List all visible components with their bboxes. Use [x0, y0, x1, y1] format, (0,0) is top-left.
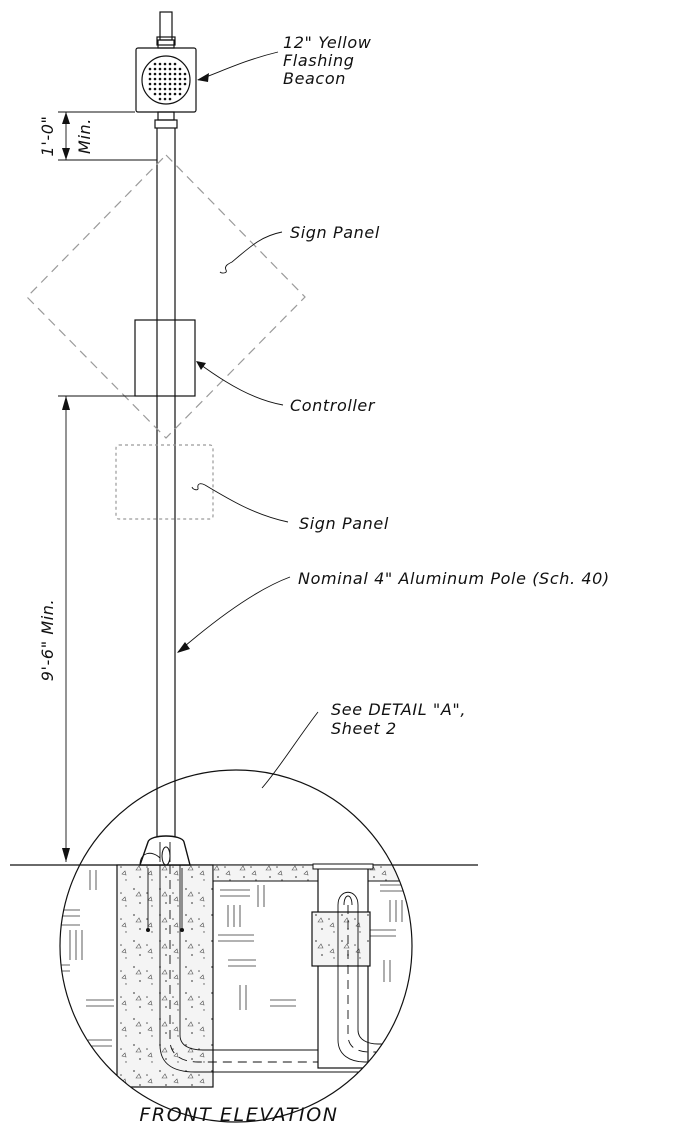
beacon-lens-dot: [158, 72, 162, 76]
beacon-lens-dot: [163, 67, 167, 71]
beacon-lens-dot: [168, 77, 172, 81]
beacon-lens-dot: [168, 97, 172, 101]
leader-lines: [177, 51, 319, 789]
soil-hatch-right: [218, 884, 410, 1010]
beacon-lens-dot: [158, 62, 162, 66]
beacon-lens-dot: [178, 77, 182, 81]
soil-hatch-left: [60, 870, 114, 1050]
beacon-lens-dot: [168, 62, 172, 66]
beacon-lens-dot: [158, 82, 162, 86]
beacon-lens-dot: [178, 82, 182, 86]
beacon-lens-dot: [153, 87, 157, 91]
beacon-lens-dot: [173, 92, 177, 96]
beacon-label-line2: Flashing: [283, 51, 354, 70]
sign-panel-upper-label: Sign Panel: [290, 223, 380, 242]
beacon-lens-dot: [173, 77, 177, 81]
beacon-lens-dot: [163, 97, 167, 101]
beacon-lens-dot: [173, 72, 177, 76]
beacon-lens-dot: [148, 82, 152, 86]
detail-a-section: [60, 863, 412, 1088]
beacon-lens-dot: [158, 77, 162, 81]
aluminum-pole: [156, 11, 176, 840]
beacon-lens-dot: [153, 67, 157, 71]
dimension-sign-height: [58, 395, 135, 862]
detail-a-circle: [59, 769, 413, 1123]
sign-panel-lower-label: Sign Panel: [299, 514, 389, 533]
beacon-lens-dots: [148, 62, 187, 101]
beacon-lens-dot: [163, 87, 167, 91]
dimension-beacon-clearance: [58, 111, 157, 161]
beacon-lens-dot: [163, 77, 167, 81]
drawing-title: FRONT ELEVATION: [139, 1104, 338, 1126]
beacon-lens-dot: [173, 82, 177, 86]
beacon-lens-dot: [153, 62, 157, 66]
controller-box: [134, 319, 196, 397]
dim-sign-height-value: 9'-6" Min.: [38, 599, 57, 681]
concrete-foundation: [116, 864, 214, 1088]
beacon-lens-dot: [168, 87, 172, 91]
beacon-lens-dot: [163, 92, 167, 96]
beacon-lens-dot: [183, 82, 187, 86]
dim-beacon-clearance-min: Min.: [75, 118, 94, 154]
detail-ref-label-line2: Sheet 2: [331, 719, 397, 738]
beacon-lens-dot: [158, 87, 162, 91]
beacon-lens-dot: [183, 77, 187, 81]
pole-base-icon: [139, 835, 191, 866]
beacon-lens-dot: [148, 77, 152, 81]
beacon-lens-dot: [183, 72, 187, 76]
beacon-lens-dot: [153, 92, 157, 96]
detail-ref-label-line1: See DETAIL "A",: [331, 700, 466, 719]
beacon-lens-dot: [173, 62, 177, 66]
beacon-label-line3: Beacon: [283, 69, 346, 88]
beacon-lens-dot: [158, 92, 162, 96]
beacon-lens-dot: [178, 72, 182, 76]
beacon-lens-dot: [148, 72, 152, 76]
controller-label: Controller: [290, 396, 376, 415]
beacon-lens-dot: [153, 82, 157, 86]
sign-panel-lower-outline: [115, 444, 214, 520]
yellow-flashing-beacon-icon: [135, 39, 197, 129]
beacon-lens-dot: [178, 87, 182, 91]
beacon-lens-dot: [163, 82, 167, 86]
beacon-lens-dot: [173, 87, 177, 91]
pull-box: [317, 867, 369, 1069]
splice-block: [311, 911, 371, 967]
sign-panel-upper-outline: [26, 154, 306, 439]
beacon-lens-dot: [153, 77, 157, 81]
beacon-lens-dot: [173, 67, 177, 71]
beacon-lens-dot: [158, 67, 162, 71]
beacon-lens-dot: [148, 67, 152, 71]
beacon-lens-dot: [158, 97, 162, 101]
beacon-lens-dot: [168, 67, 172, 71]
beacon-lens-dot: [168, 72, 172, 76]
pole-label: Nominal 4" Aluminum Pole (Sch. 40): [298, 569, 610, 588]
beacon-lens-dot: [178, 67, 182, 71]
beacon-label-line1: 12" Yellow: [283, 33, 372, 52]
beacon-lens-dot: [168, 92, 172, 96]
beacon-lens-dot: [153, 72, 157, 76]
beacon-lens-dot: [163, 72, 167, 76]
beacon-lens-dot: [163, 62, 167, 66]
beacon-lens-dot: [168, 82, 172, 86]
dim-beacon-clearance-value: 1'-0": [38, 116, 57, 157]
beacon-lens-dot: [148, 87, 152, 91]
beacon-lens-dot: [178, 92, 182, 96]
